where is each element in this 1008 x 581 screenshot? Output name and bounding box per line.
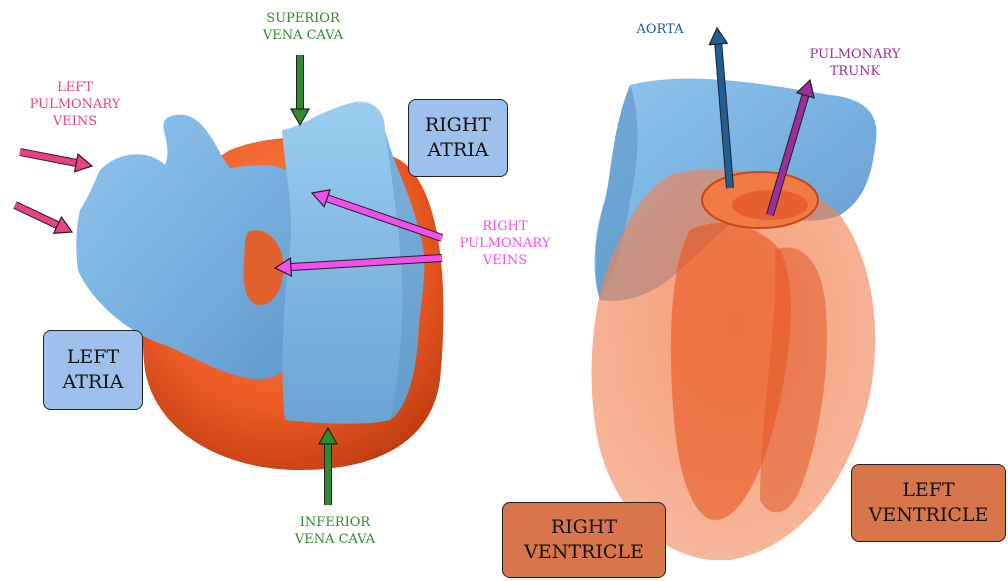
right-pulmonary-veins-label: RIGHT PULMONARY VEINS [440, 218, 570, 269]
right-view-heart [592, 79, 877, 561]
left-pulmonary-vein-arrow-upper [20, 152, 92, 172]
left-pulmonary-vein-arrow-lower [15, 205, 72, 233]
left-pulmonary-vein-arrow-upper-head [75, 154, 92, 172]
superior-vena-cava-label: SUPERIOR VENA CAVA [248, 10, 358, 44]
aorta-arrow-head [709, 28, 727, 45]
inferior-vena-cava-label: INFERIOR VENA CAVA [280, 514, 390, 548]
aorta-label: AORTA [630, 21, 690, 38]
pulmonary-trunk-label: PULMONARY TRUNK [795, 46, 915, 80]
left-view-heart [76, 102, 443, 470]
left-pulmonary-veins-label: LEFT PULMONARY VEINS [10, 79, 140, 130]
left-pulmonary-vein-arrow-lower-shaft [15, 205, 58, 225]
superior-vena-cava-arrow [291, 55, 309, 125]
